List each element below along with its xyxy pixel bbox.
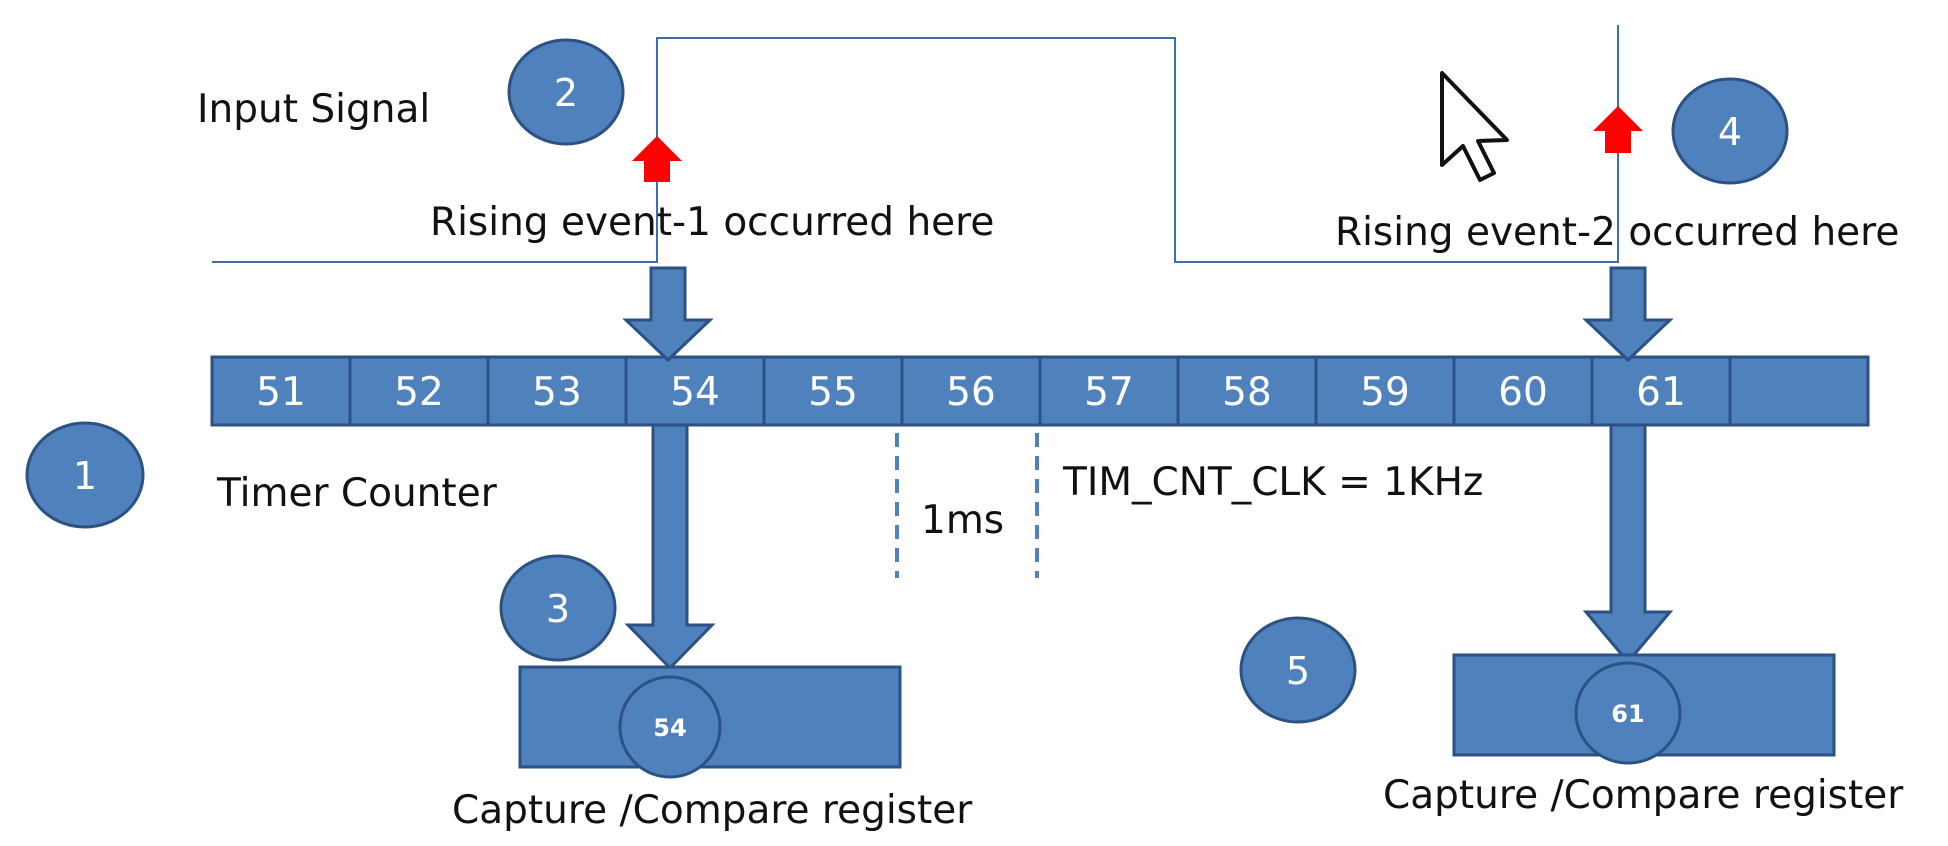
step-badge-number: 2	[554, 71, 578, 115]
counter-cell-value: 51	[256, 370, 306, 415]
counter-cell-value: 52	[394, 370, 444, 415]
counter-cell-value: 55	[808, 370, 858, 415]
counter-to-register-arrow	[624, 423, 716, 671]
step-badge	[507, 38, 625, 146]
capture-register-label-2: Capture /Compare register	[1383, 773, 1904, 818]
input-signal-label: Input Signal	[197, 87, 430, 132]
counter-cell	[1452, 355, 1594, 427]
up-arrow-icon	[632, 136, 682, 182]
event-arrows	[622, 266, 1674, 671]
counter-cell-value: 57	[1084, 370, 1134, 415]
step-badge	[1671, 77, 1789, 185]
counter-cell-value: 56	[946, 370, 996, 415]
counter-cell-value: 59	[1360, 370, 1410, 415]
counter-cell	[624, 355, 766, 427]
captured-value-circle	[618, 675, 722, 779]
counter-cell-value: 53	[532, 370, 582, 415]
capture-register-label-1: Capture /Compare register	[452, 788, 973, 833]
up-arrow-icon	[1593, 106, 1643, 153]
step-badge	[499, 554, 617, 662]
counter-cell	[900, 355, 1042, 427]
signal-to-counter-arrow	[1582, 266, 1674, 363]
counter-cell	[486, 355, 628, 427]
step-badge-number: 5	[1286, 649, 1310, 693]
step-badge	[25, 421, 145, 529]
counter-cell-value: 58	[1222, 370, 1272, 415]
counter-cell	[762, 355, 904, 427]
signal-to-counter-arrow	[622, 266, 714, 363]
counter-cell-value: 60	[1498, 370, 1548, 415]
counter-cell	[348, 355, 490, 427]
input-signal-waveform	[212, 25, 1619, 263]
counter-cell	[1314, 355, 1456, 427]
counter-cell-value: 61	[1636, 370, 1686, 415]
counter-cell-value: 54	[670, 370, 720, 415]
counter-cell	[1728, 355, 1870, 427]
counter-cell	[210, 355, 352, 427]
counter-cell	[1176, 355, 1318, 427]
step-badge-number: 4	[1718, 110, 1742, 154]
rising-event-2-label: Rising event-2 occurred here	[1335, 210, 1899, 255]
timer-counter-row: 51 52 53 54 55 56 57 58 59 60 61	[210, 355, 1870, 427]
period-label: 1ms	[921, 498, 1004, 543]
captured-value-circle	[1574, 661, 1682, 765]
clock-label: TIM_CNT_CLK = 1KHz	[1062, 460, 1483, 505]
rising-event-1-label: Rising event-1 occurred here	[430, 200, 994, 245]
step-badges: 1 2 3 4 5	[25, 38, 1789, 724]
mouse-pointer-icon	[1440, 71, 1509, 182]
step-badge	[1239, 616, 1357, 724]
captured-value: 61	[1611, 700, 1644, 728]
captured-value: 54	[653, 714, 686, 742]
capture-registers: 54 61	[518, 653, 1836, 779]
step-badge-number: 1	[73, 454, 97, 498]
timer-counter-label: Timer Counter	[216, 471, 498, 516]
counter-cell	[1590, 355, 1732, 427]
counter-to-register-arrow	[1582, 423, 1674, 665]
step-badge-number: 3	[546, 587, 570, 631]
